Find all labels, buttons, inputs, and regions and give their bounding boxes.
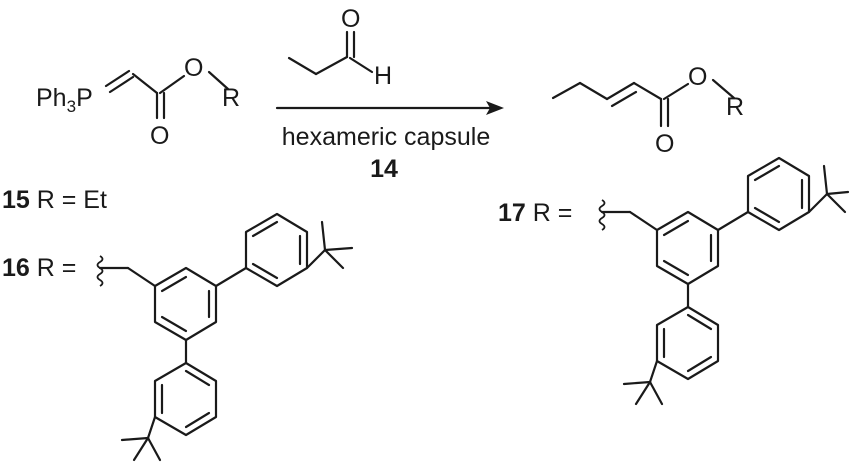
prod-r-label: R (726, 93, 744, 121)
aldehyde-ch-bond (348, 56, 374, 74)
catalyst-label: hexameric capsule (282, 123, 490, 151)
r-label: R (222, 84, 240, 112)
right-aryl-17 (746, 156, 811, 232)
p-c-double-bond-a (108, 75, 135, 94)
arrow-head (486, 101, 504, 115)
lower-aryl-17-d2 (686, 355, 713, 373)
aryl-bond-17-right (716, 210, 750, 232)
label-17: 17 R = (498, 199, 572, 227)
tbu-17r-m2 (825, 192, 847, 214)
prod-ester-o: O (688, 63, 707, 91)
tbu-16l-m3 (132, 436, 150, 462)
prod-bond-o-r (711, 78, 736, 100)
linker-17b (628, 210, 659, 232)
catalyst-number: 14 (370, 155, 398, 183)
central-ring-17-d1 (662, 219, 690, 237)
label-15: 15 R = Et (2, 186, 107, 214)
lower-aryl-17 (655, 305, 720, 381)
ylide-reagent: Ph3P O O R (36, 54, 240, 150)
ph3p-label: Ph3P (36, 84, 93, 116)
tbu-16l-m1 (120, 436, 150, 442)
prod-bond-3 (632, 81, 663, 101)
label-16: 16 R = (2, 254, 76, 282)
tbu-16r-stem (305, 248, 327, 270)
central-ring-17-d3 (662, 259, 690, 277)
right-aryl-17-d3 (753, 206, 781, 224)
r-group-17 (598, 156, 850, 406)
right-aryl-16 (244, 212, 309, 288)
tbu-17r-m1 (822, 164, 829, 196)
tbu-16r-m1 (320, 220, 327, 252)
tbu-16r-m3 (323, 246, 354, 252)
prod-alkene-a (605, 81, 636, 101)
prod-bond-1 (551, 81, 582, 100)
aryl-bond-16-right (214, 266, 248, 288)
bond-c-oester (158, 74, 186, 95)
lower-aryl-17-d3 (686, 313, 713, 331)
right-aryl-16-d1 (251, 220, 279, 238)
tbu-17r-stem (807, 192, 829, 214)
tbu-17r-m3 (825, 190, 850, 196)
prod-carbonyl-o: O (655, 130, 674, 158)
lower-aryl-16-d3 (184, 369, 211, 387)
linker-16b (126, 266, 157, 288)
right-aryl-17-d1 (753, 164, 781, 182)
tbu-17l-m1 (622, 380, 652, 386)
r-group-16 (96, 212, 354, 462)
bond-o-r (207, 70, 230, 91)
propanal-bond-2 (314, 55, 349, 76)
wavy-bond-16 (96, 255, 104, 287)
aldehyde-o: O (341, 5, 360, 33)
aldehyde-h: H (374, 62, 392, 90)
prod-bond-2 (578, 81, 609, 101)
central-ring-16-d1 (160, 275, 188, 293)
p-c-double-bond-b (104, 69, 131, 88)
propanal-bond-1 (287, 56, 318, 76)
central-ring-17 (655, 210, 720, 286)
reaction-arrow: hexameric capsule 14 (275, 101, 504, 183)
tbu-17l-m3 (634, 380, 652, 406)
right-aryl-16-d3 (251, 262, 279, 280)
product-ester: O O R (551, 63, 744, 158)
central-ring-16-d3 (160, 315, 188, 333)
tbu-17l-stem (648, 359, 659, 384)
central-ring-16 (153, 266, 218, 342)
tbu-16r-m2 (323, 248, 345, 270)
wavy-bond-17 (598, 199, 606, 231)
tbu-16l-m2 (146, 436, 162, 462)
tbu-16l-stem (146, 415, 157, 440)
tbu-17l-m2 (648, 380, 664, 406)
lower-aryl-16 (153, 361, 218, 437)
ester-o: O (184, 54, 203, 82)
lower-aryl-16-d2 (184, 411, 211, 429)
prod-alkene-b (610, 90, 638, 108)
propanal: O H (287, 5, 392, 90)
prod-bond-c-o (662, 82, 690, 101)
carbonyl-o: O (150, 122, 169, 150)
bond-ylide-carbonyl (131, 72, 159, 95)
